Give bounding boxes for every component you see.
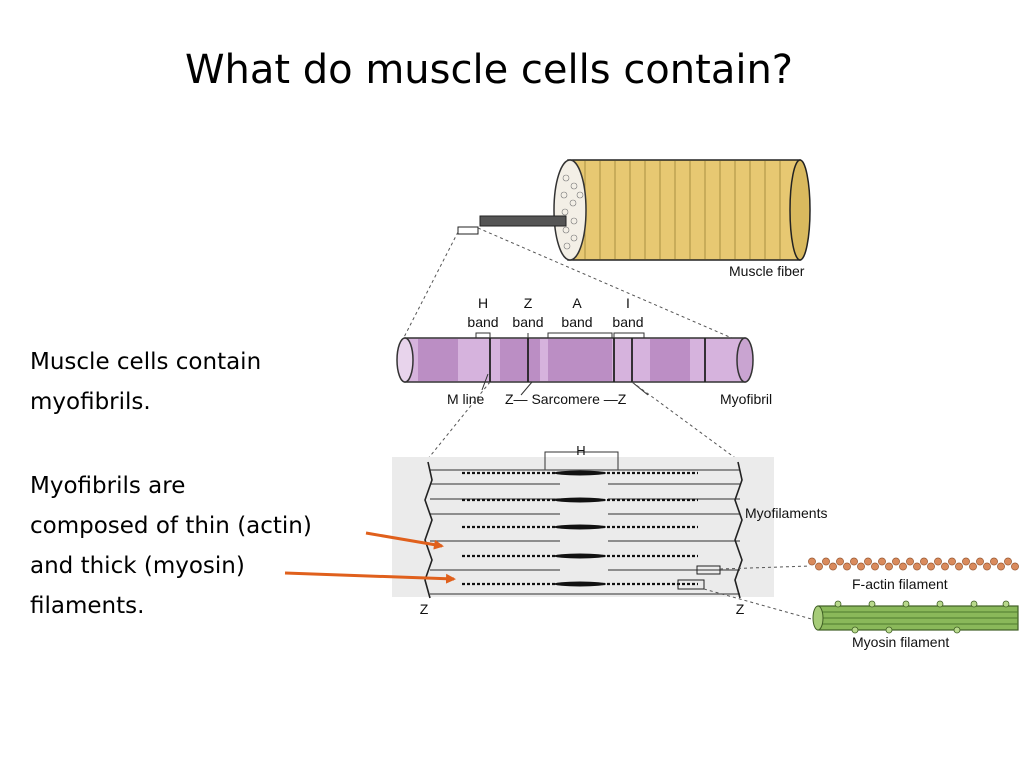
m-line-bulges xyxy=(554,470,606,587)
band-word: band xyxy=(612,314,643,330)
muscle-fiber-label: Muscle fiber xyxy=(729,263,805,279)
myosin-label: Myosin filament xyxy=(852,634,949,650)
paragraph-line: Muscle cells contain xyxy=(30,349,262,375)
actin-bead xyxy=(836,557,844,566)
actin-bead xyxy=(976,557,984,566)
m-line-label: M line xyxy=(447,391,485,407)
fiber-striations xyxy=(584,161,781,259)
myofilaments-illustration: H xyxy=(392,443,827,617)
actin-bead xyxy=(892,557,900,566)
actin-bead xyxy=(948,557,956,566)
actin-bead xyxy=(927,562,935,571)
a-label: A xyxy=(572,295,582,311)
paragraph-line: filaments. xyxy=(30,593,145,619)
actin-bead xyxy=(955,562,963,571)
myofibril-pointer-lines xyxy=(481,373,649,396)
actin-bead xyxy=(913,562,921,571)
z-left-label: Z xyxy=(420,601,429,617)
actin-bead xyxy=(1011,562,1019,571)
paragraph-line: and thick (myosin) xyxy=(30,553,245,579)
myosin-strands xyxy=(818,611,1018,625)
actin-bead xyxy=(941,562,949,571)
fiber-cross-section xyxy=(553,159,587,261)
actin-bead xyxy=(850,557,858,566)
actin-bead xyxy=(990,557,998,566)
h-zone-label: H xyxy=(576,443,585,458)
fiber-end xyxy=(789,159,811,261)
myosin-heads xyxy=(834,600,1010,634)
callout-arrows xyxy=(284,531,456,584)
actin-bead xyxy=(885,562,893,571)
myofilaments-label: Myofilaments xyxy=(745,505,827,521)
zoom-lines-bottom xyxy=(703,565,816,621)
paragraph-filaments: Myofibrils are composed of thin (actin) … xyxy=(30,466,390,626)
band-word: band xyxy=(512,314,543,330)
fiber-cross-section-dots xyxy=(556,174,584,250)
myofibril-illustration: M line Z— Sarcomere —Z Myofibril xyxy=(396,337,772,407)
f-actin-label: F-actin filament xyxy=(852,576,948,592)
actin-bead xyxy=(934,557,942,566)
extruding-myofibril xyxy=(479,215,567,227)
actin-bead xyxy=(857,562,865,571)
sarcomere-label: Z— Sarcomere —Z xyxy=(505,391,627,407)
actin-bead xyxy=(962,557,970,566)
myofibril-label: Myofibril xyxy=(720,391,772,407)
h-label: H xyxy=(478,295,488,311)
paragraph-line: Myofibrils are xyxy=(30,473,186,499)
actin-bead xyxy=(878,557,886,566)
actin-bead xyxy=(920,557,928,566)
thin-filaments xyxy=(430,469,740,595)
actin-bead xyxy=(1004,557,1012,566)
actin-arrow xyxy=(365,531,444,550)
paragraph-line: myofibrils. xyxy=(30,389,151,415)
band-word: band xyxy=(561,314,592,330)
actin-bead xyxy=(864,557,872,566)
slide-title: What do muscle cells contain? xyxy=(184,47,794,93)
myofibril-dark-bands xyxy=(418,339,690,381)
actin-bead xyxy=(822,557,830,566)
myosin-selection-box xyxy=(677,579,705,590)
paragraph-line: composed of thin (actin) xyxy=(30,513,312,539)
myosin-filament-illustration: Myosin filament xyxy=(812,600,1019,650)
zoom-lines-top xyxy=(399,227,749,346)
myofibril-cross-section xyxy=(396,337,414,383)
f-actin-filament-illustration: F-actin filament xyxy=(808,557,1019,592)
z-right-label: Z xyxy=(736,601,745,617)
myosin-end xyxy=(812,605,824,631)
actin-bead xyxy=(983,562,991,571)
actin-bead xyxy=(997,562,1005,571)
i-label: I xyxy=(626,295,630,311)
actin-bead xyxy=(829,562,837,571)
myofibril-end xyxy=(736,337,754,383)
muscle-fiber-illustration: Muscle fiber xyxy=(457,159,811,279)
actin-selection-box xyxy=(696,565,721,575)
zoom-lines-middle xyxy=(426,381,739,461)
myosin-arrow xyxy=(284,571,456,584)
actin-bead xyxy=(899,562,907,571)
band-word: band xyxy=(467,314,498,330)
myofibril-selection-box xyxy=(457,226,479,235)
band-labels: H band Z band A band I band xyxy=(467,295,645,342)
actin-bead xyxy=(906,557,914,566)
actin-bead xyxy=(815,562,823,571)
actin-bead xyxy=(843,562,851,571)
myofibril-z-lines xyxy=(489,338,706,382)
z-label: Z xyxy=(524,295,533,311)
actin-bead xyxy=(969,562,977,571)
paragraph-myofibrils: Muscle cells contain myofibrils. xyxy=(30,342,390,422)
actin-bead xyxy=(808,557,816,566)
actin-bead xyxy=(871,562,879,571)
